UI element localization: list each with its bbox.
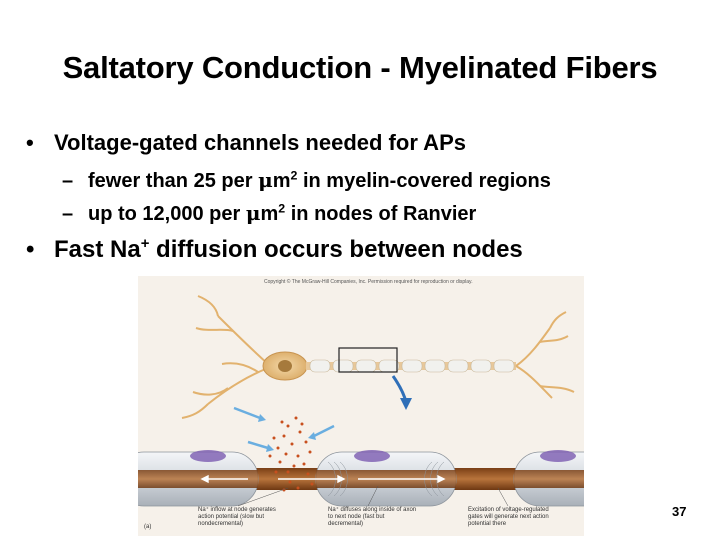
myelin-segment	[513, 450, 584, 507]
sub-bullet-pre: up to 12,000 per	[88, 203, 246, 225]
sub-bullet-marker: –	[62, 203, 74, 225]
slide-title: Saltatory Conduction - Myelinated Fibers	[62, 50, 658, 85]
caption-na-diffusion: Na⁺ diffuses along inside of axon to nex…	[328, 507, 417, 527]
magnified-axon	[138, 450, 584, 507]
sub-bullet-post: in nodes of Ranvier	[285, 203, 477, 225]
sub-bullet-nodes-of-ranvier: –up to 12,000 per μm2 in nodes of Ranvie…	[62, 201, 476, 226]
na-ion-cloud	[268, 416, 314, 492]
figure-copyright: Copyright © The McGraw-Hill Companies, I…	[264, 279, 473, 285]
myelinated-axon-overview	[306, 359, 516, 373]
myelin-segment	[138, 450, 259, 507]
panel-letter: (a)	[144, 524, 152, 530]
sub-bullet-myelin-regions: –fewer than 25 per μm2 in myelin-covered…	[62, 168, 551, 193]
dendrite-tree-left	[181, 295, 269, 419]
bullet-text: Voltage-gated channels needed for APs	[54, 130, 466, 155]
caption-na-inflow: Na⁺ inflow at node generates action pote…	[198, 507, 276, 527]
na-inflow-arrows	[233, 406, 335, 450]
bullet-voltage-gated-channels: • Voltage-gated channels needed for APs	[26, 130, 466, 156]
zoom-box	[338, 347, 398, 373]
zoom-arrowhead	[400, 398, 412, 410]
bullet-pre: Fast Na	[54, 236, 141, 263]
saltatory-conduction-figure: Copyright © The McGraw-Hill Companies, I…	[138, 276, 584, 536]
bullet-fast-na-diffusion: • Fast Na+ diffusion occurs between nodes	[26, 236, 523, 264]
nucleus	[278, 360, 292, 372]
unit: m	[260, 203, 279, 225]
page-number: 37	[672, 504, 687, 519]
superscript-plus: +	[140, 236, 150, 252]
sub-bullet-marker: –	[62, 170, 74, 192]
sub-bullet-pre: fewer than 25 per	[88, 170, 259, 192]
caption-excitation: Excitation of voltage-regulated gates wi…	[468, 507, 549, 527]
superscript: 2	[290, 168, 298, 183]
mu-symbol: μ	[258, 168, 273, 192]
neuron-illustration	[138, 295, 584, 507]
axon-terminal-branches	[515, 311, 575, 399]
bullet-marker: •	[26, 130, 34, 155]
myelin-segment	[315, 450, 457, 507]
sub-bullet-post: in myelin-covered regions	[297, 170, 551, 192]
unit: m	[272, 170, 291, 192]
bullet-marker: •	[26, 236, 35, 263]
bullet-post: diffusion occurs between nodes	[149, 236, 523, 263]
na-diffusion-arrows	[200, 474, 446, 484]
mu-symbol: μ	[245, 201, 261, 225]
superscript: 2	[278, 201, 286, 216]
